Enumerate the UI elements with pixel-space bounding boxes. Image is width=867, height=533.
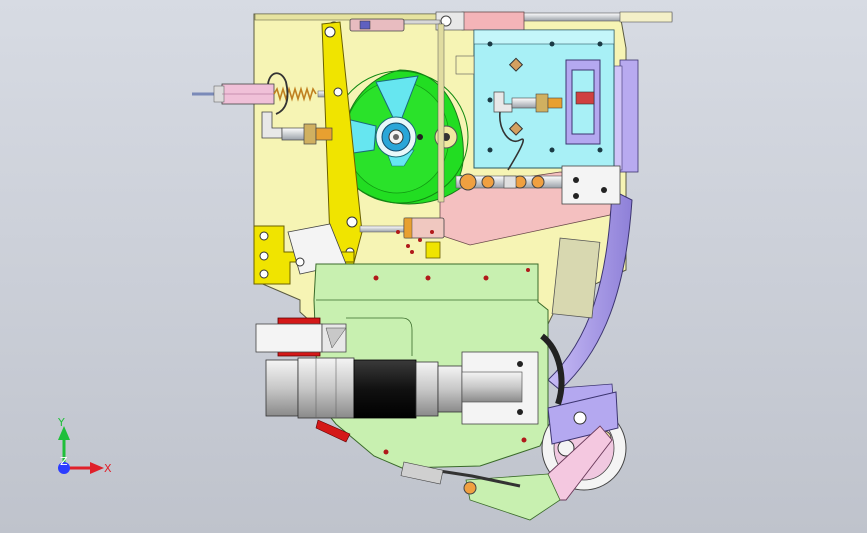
bottom-roller xyxy=(463,481,477,495)
green-plate-holes xyxy=(373,268,530,455)
sensor-collar-left xyxy=(315,127,333,141)
coupling-bolt-1 xyxy=(517,361,523,367)
bottom-grey-block xyxy=(400,461,444,485)
arm-pivot-top xyxy=(324,26,336,38)
roller-2 xyxy=(481,175,495,189)
motor-connector-chamfer xyxy=(325,327,347,349)
cyan-blade-top xyxy=(375,75,419,130)
small-block-left-of-cyan xyxy=(455,55,475,75)
roller-4 xyxy=(531,175,545,189)
bottom-green-link[interactable] xyxy=(465,473,561,521)
arm-pivot-mid xyxy=(333,87,343,97)
y-axis-label: Y xyxy=(57,416,65,429)
hub-bolt xyxy=(417,134,423,140)
top-right-rod-cap xyxy=(619,11,673,23)
lavender-bar-right[interactable] xyxy=(619,59,639,173)
z-axis-label: Z xyxy=(60,455,68,468)
x-axis-label: X xyxy=(104,462,112,475)
bracket-bolt-2 xyxy=(259,251,269,261)
slot-slider[interactable] xyxy=(575,91,595,105)
lavender-slot-guide[interactable] xyxy=(565,59,601,145)
left-spring xyxy=(273,86,317,102)
black-wheel-edge xyxy=(539,333,565,405)
roller-1 xyxy=(459,173,477,191)
motor-front-flange xyxy=(415,361,439,417)
green-plate-inner-slot xyxy=(346,317,413,356)
servo-motor-assembly[interactable] xyxy=(255,323,463,419)
cyan-hose xyxy=(499,111,524,171)
top-cylinder-rod xyxy=(399,19,441,25)
cyan-diamond-slot-2 xyxy=(508,121,524,136)
bracket-bolt-3 xyxy=(259,269,269,279)
grey-slide-plate[interactable] xyxy=(551,237,601,319)
cyan-diamond-slot-1 xyxy=(508,57,524,72)
motor-rear-housing xyxy=(265,359,299,417)
coupling-shaft xyxy=(461,371,523,403)
gearbox-body xyxy=(437,365,463,413)
cyan-plate-bolts xyxy=(487,41,603,153)
bearing-bolt-2 xyxy=(601,187,607,193)
motor-connector-box xyxy=(255,323,323,353)
bearing-bolt-1 xyxy=(573,177,579,183)
sensor-nut-cyan xyxy=(535,93,549,113)
yellow-small-tab[interactable] xyxy=(425,241,441,259)
mount-hole-mid xyxy=(295,257,305,267)
bracket-bolt-1 xyxy=(259,231,269,241)
sensor-nut-left xyxy=(303,123,317,145)
pneumatic-hose-left xyxy=(267,72,289,115)
vertical-rod xyxy=(437,23,445,203)
bearing-bolt-3 xyxy=(573,193,579,199)
motor-stator-black xyxy=(353,359,417,419)
coupling-bolt-2 xyxy=(517,409,523,415)
top-cylinder-cap xyxy=(359,20,371,30)
mid-cylinder-band xyxy=(403,217,413,239)
roller-shaft-block xyxy=(503,175,517,189)
motor-body-silver xyxy=(297,357,355,419)
white-bearing-block[interactable] xyxy=(561,165,621,205)
cyan-plate-top-strip xyxy=(473,29,615,45)
red-bracket-lower xyxy=(315,419,351,443)
coordinate-triad-icon: Y X Z xyxy=(57,416,112,475)
sensor-tip-cyan xyxy=(547,97,563,109)
top-cylinder-body[interactable] xyxy=(349,18,405,32)
lever-pivot xyxy=(573,411,587,425)
arm-pivot-low xyxy=(346,216,358,228)
pink-block-top[interactable] xyxy=(461,11,525,31)
blade-hub-shaft xyxy=(393,134,399,140)
top-clevis-pin xyxy=(440,15,452,27)
